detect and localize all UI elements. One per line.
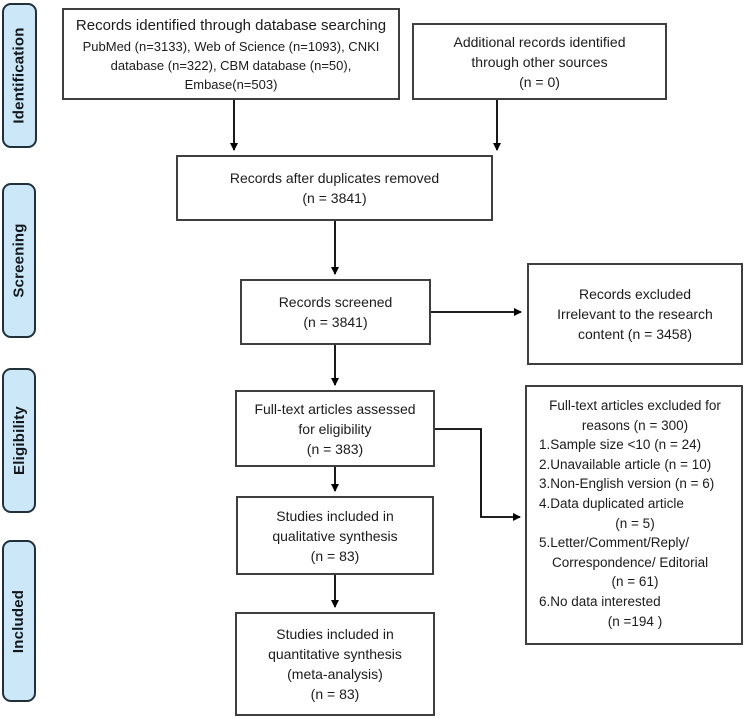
text-line: (n = 83) xyxy=(310,686,360,702)
text-line: quantitative synthesis xyxy=(268,646,402,662)
box-records-screened: Records screened (n = 3841) xyxy=(240,279,431,345)
text-line: Records identified through database sear… xyxy=(75,16,387,34)
box-fulltext-assessed: Full-text articles assessed for eligibil… xyxy=(235,390,435,467)
text-line: (n = 0) xyxy=(519,73,560,90)
text-line: Embase(n=503) xyxy=(184,76,278,92)
text-line: (n = 5) xyxy=(615,515,655,531)
text-line: Irrelevant to the research xyxy=(557,306,713,322)
box-duplicates-removed: Records after duplicates removed (n = 38… xyxy=(176,155,493,221)
stage-label-text: Included xyxy=(10,589,28,653)
stage-label-text: Identification xyxy=(11,27,29,124)
box-records-excluded: Records excluded Irrelevant to the resea… xyxy=(527,263,743,365)
box-qualitative-synthesis: Studies included in qualitative synthesi… xyxy=(236,496,434,575)
text-line: Additional records identified xyxy=(453,33,626,50)
text-line: for eligibility xyxy=(298,420,372,437)
text-line: reasons (n = 300) xyxy=(581,417,689,433)
text-line: 4.Data duplicated article xyxy=(539,495,684,511)
stage-label-text: Eligibility xyxy=(10,406,28,475)
box-additional-records: Additional records identified through ot… xyxy=(412,23,667,100)
text-line: (n = 83) xyxy=(310,547,360,564)
text-line: (n = 3841) xyxy=(302,190,367,206)
box-records-identified-database: Records identified through database sear… xyxy=(62,8,400,100)
box-quantitative-synthesis: Studies included in quantitative synthes… xyxy=(235,612,435,716)
text-line: qualitative synthesis xyxy=(272,527,398,544)
text-line: Studies included in xyxy=(276,507,394,524)
text-line: (meta-analysis) xyxy=(287,666,383,682)
stage-label-identification: Identification xyxy=(2,3,37,148)
text-line: 5.Letter/Comment/Reply/ xyxy=(539,535,690,551)
box-fulltext-excluded: Full-text articles excluded for reasons … xyxy=(525,385,743,645)
text-line: 3.Non-English version (n = 6) xyxy=(539,476,715,492)
text-line: Full-text articles assessed xyxy=(254,400,416,417)
text-line: Records screened xyxy=(278,294,393,310)
arrow-fulltext-to-excluded-reasons xyxy=(435,428,521,521)
stage-label-eligibility: Eligibility xyxy=(2,368,36,513)
text-line: PubMed (n=3133), Web of Science (n=1093)… xyxy=(82,38,380,54)
text-line: (n = 61) xyxy=(611,574,659,590)
text-line: 1.Sample size <10 (n = 24) xyxy=(539,437,702,453)
text-line: through other sources xyxy=(471,53,608,70)
text-line: (n =194 ) xyxy=(607,613,663,629)
stage-label-text: Screening xyxy=(10,223,28,298)
text-line: Records after duplicates removed xyxy=(229,170,440,186)
text-line: content (n = 3458) xyxy=(577,326,693,342)
stage-label-included: Included xyxy=(2,540,36,702)
text-line: Full-text articles excluded for xyxy=(549,398,721,413)
text-line: 6.No data interested xyxy=(539,593,661,609)
text-line: Studies included in xyxy=(276,626,394,642)
text-line: Correspondence/ Editorial xyxy=(552,554,709,570)
text-line: 2.Unavailable article (n = 10) xyxy=(539,456,712,472)
text-line: (n = 383) xyxy=(306,440,364,457)
text-line: database (n=322), CBM database (n=50), xyxy=(110,57,352,73)
stage-label-screening: Screening xyxy=(2,183,36,338)
text-line: (n = 3841) xyxy=(303,314,368,330)
text-line: Records excluded xyxy=(578,286,692,302)
